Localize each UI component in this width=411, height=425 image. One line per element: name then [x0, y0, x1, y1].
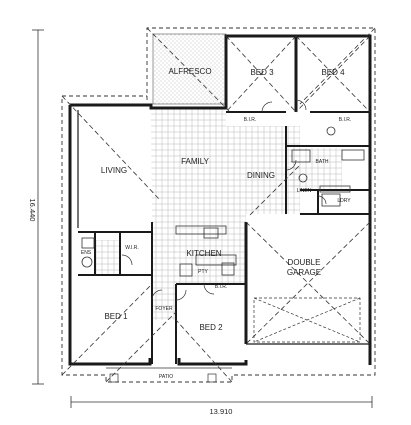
bed2-label: BED 2: [199, 323, 223, 332]
bed1-label: BED 1: [104, 312, 128, 321]
bed4-label: BED 4: [321, 68, 345, 77]
outer-dashed-outline: [61, 27, 376, 383]
laundry-label: LDRY: [337, 198, 351, 204]
bir-bed2-label: B.I.R.: [215, 284, 228, 290]
overall-depth-dimension: 16.440: [28, 199, 37, 222]
garage-label-line2: GARAGE: [287, 268, 321, 277]
ens-label: ENS: [81, 250, 92, 256]
roof-lines: [61, 27, 376, 383]
family-label: FAMILY: [181, 157, 210, 166]
overall-width-dimension: 13.910: [210, 407, 233, 416]
bath-label: BATH: [316, 159, 329, 165]
dimension-lines: [32, 29, 373, 408]
patio-label: PATIO: [159, 374, 173, 380]
alfresco-label: ALFRESCO: [168, 67, 211, 76]
linen-label: LINEN: [297, 188, 312, 194]
garage-door-outline: [253, 297, 361, 343]
bir-bed4-label: B.I.R.: [339, 117, 352, 123]
garage-label-line1: DOUBLE: [288, 258, 321, 267]
bed3-label: BED 3: [250, 68, 274, 77]
foyer-label: FOYER: [155, 306, 173, 312]
tiled-floor: [95, 108, 342, 320]
wir-label: W.I.R.: [125, 245, 139, 251]
pantry-label: PTY: [198, 269, 208, 275]
door-swings: [121, 99, 327, 301]
living-label: LIVING: [101, 166, 127, 175]
dining-label: DINING: [247, 171, 275, 180]
kitchen-label: KITCHEN: [186, 249, 221, 258]
bir-bed3-label: B.I.R.: [244, 117, 257, 123]
patio-steps: [106, 367, 232, 383]
alfresco-area: [152, 33, 227, 105]
cabinetry: [81, 126, 365, 277]
